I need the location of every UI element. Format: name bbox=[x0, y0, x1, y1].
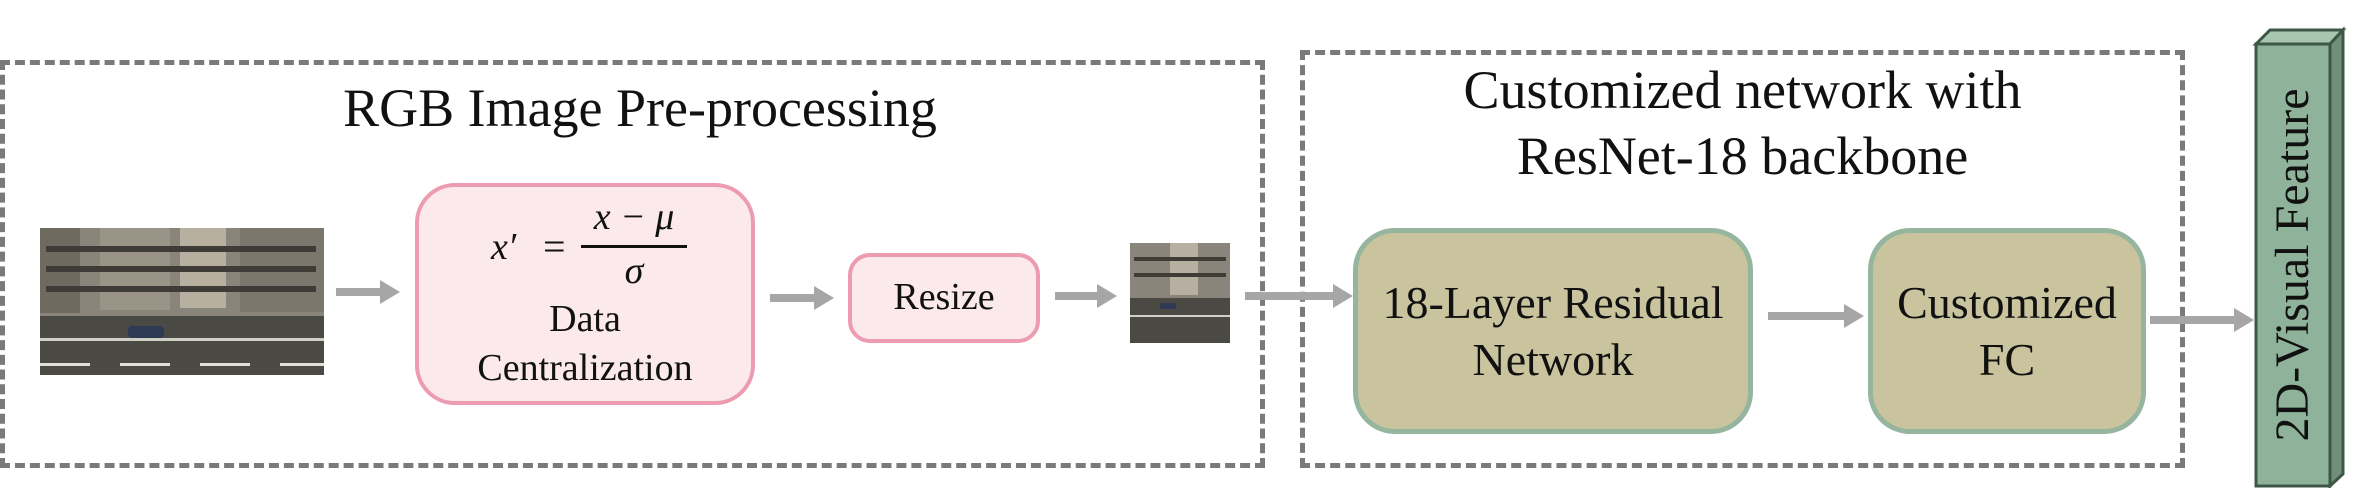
data-centralization-box: x′ = x − μ σ Data Centralization bbox=[415, 183, 755, 405]
customized-fc-line-2: FC bbox=[1978, 334, 2036, 385]
formula-lhs: x′ bbox=[491, 226, 517, 268]
visual-feature-label-text: 2D-Visual Feature bbox=[2266, 88, 2319, 442]
resized-image bbox=[1130, 243, 1230, 343]
preprocessing-panel bbox=[0, 60, 1265, 468]
preprocessing-title: RGB Image Pre-processing bbox=[343, 78, 937, 138]
arrow-image-to-network bbox=[1245, 284, 1353, 308]
formula-numerator: x − μ bbox=[593, 196, 675, 238]
residual-network-line-2: Network bbox=[1472, 334, 1634, 385]
data-centralization-label: Data Centralization bbox=[419, 295, 751, 394]
data-centralization-line-2: Centralization bbox=[477, 347, 693, 390]
residual-network-box: 18-Layer Residual Network bbox=[1353, 228, 1753, 434]
customized-fc-line-1: Customized bbox=[1897, 276, 2117, 328]
formula-denominator: σ bbox=[624, 250, 644, 292]
resize-label: Resize bbox=[893, 276, 995, 319]
residual-network-line-1: 18-Layer Residual bbox=[1382, 276, 1724, 328]
visual-feature-prism bbox=[2252, 26, 2347, 488]
arrow-residual-to-fc bbox=[1768, 304, 1864, 328]
fraction-bar bbox=[581, 245, 687, 248]
customized-fc-box: Customized FC bbox=[1868, 228, 2146, 434]
network-title-line-2: ResNet-18 backbone bbox=[1516, 125, 1969, 186]
network-title-line-1: Customized network with bbox=[1463, 60, 2022, 120]
formula-equals: = bbox=[543, 224, 566, 269]
arrow-resize-to-resized-image bbox=[1055, 284, 1117, 308]
normalization-formula: x′ = x − μ σ bbox=[419, 196, 751, 295]
network-title: Customized network with ResNet-18 backbo… bbox=[1340, 58, 2145, 190]
resize-box: Resize bbox=[848, 253, 1040, 343]
arrow-input-to-centralization bbox=[336, 280, 400, 304]
arrow-centralization-to-resize bbox=[770, 286, 834, 310]
input-street-image bbox=[40, 228, 324, 375]
data-centralization-line-1: Data bbox=[549, 298, 621, 340]
network-panel bbox=[1300, 50, 2185, 468]
arrow-fc-to-feature bbox=[2150, 308, 2254, 332]
